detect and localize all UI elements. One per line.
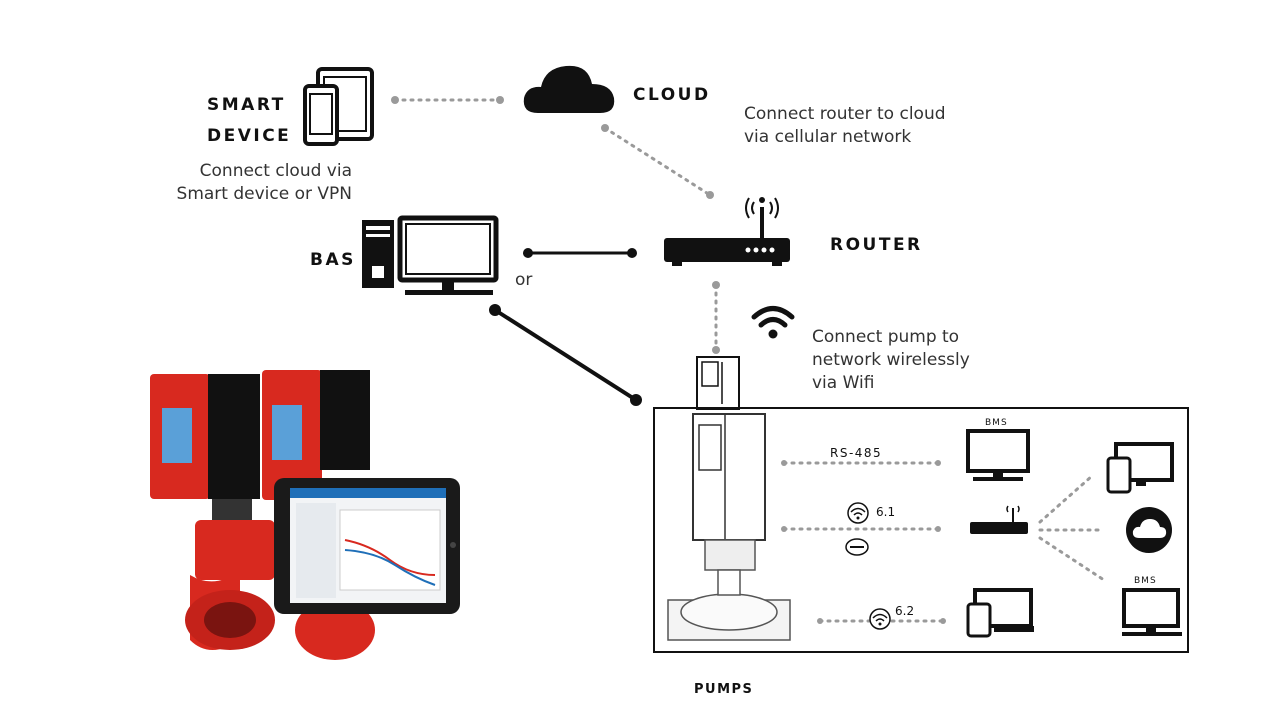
bms-monitor-icon <box>966 429 1030 481</box>
cloud-small-icon <box>1126 507 1172 553</box>
bms-bottom-label: BMS <box>1134 576 1157 586</box>
option-6-1-label: 6.1 <box>876 505 896 519</box>
cloud-via-device-note: Connect cloud via Smart device or VPN <box>176 161 352 204</box>
pump-wifi-note: Connect pump to network wirelessly via W… <box>812 327 970 393</box>
pump-outline-drawing <box>667 413 791 641</box>
router-small-icon <box>970 505 1028 534</box>
smart-device-label-2: DEVICE <box>207 126 292 146</box>
bas-pump-link <box>493 308 638 402</box>
or-label: or <box>515 270 533 290</box>
smart-device-small-icon <box>1106 442 1174 494</box>
desktop-computer-icon <box>362 220 394 288</box>
cloud-router-link <box>603 126 712 197</box>
tablet-image <box>274 478 460 614</box>
ethernet-icon <box>845 538 869 556</box>
wifi-icon <box>751 306 795 339</box>
router-label: ROUTER <box>830 235 923 255</box>
rs485-label: RS-485 <box>830 446 883 460</box>
bms-monitor-icon-2 <box>1122 588 1182 636</box>
router-to-cloud-note: Connect router to cloud via cellular net… <box>744 104 946 147</box>
wifi-small-icon <box>847 502 869 524</box>
laptop-icon <box>966 588 1034 638</box>
smart-device-label-1: SMART <box>207 95 286 115</box>
wifi-small-icon-2 <box>869 608 891 630</box>
pump-connectivity-panel <box>653 407 1189 653</box>
cloud-icon <box>523 65 615 113</box>
router-icon <box>664 197 790 266</box>
connections <box>391 96 720 406</box>
monitor-icon <box>397 215 499 295</box>
bas-label: BAS <box>310 250 356 270</box>
pumps-label: PUMPS <box>694 682 754 697</box>
pump-unit-top <box>696 356 740 410</box>
cloud-label: CLOUD <box>633 85 711 105</box>
bms-top-label: BMS <box>985 418 1008 428</box>
option-6-2-label: 6.2 <box>895 604 915 618</box>
pump-panel-links <box>781 460 1106 624</box>
smart-device-icon <box>303 67 374 146</box>
